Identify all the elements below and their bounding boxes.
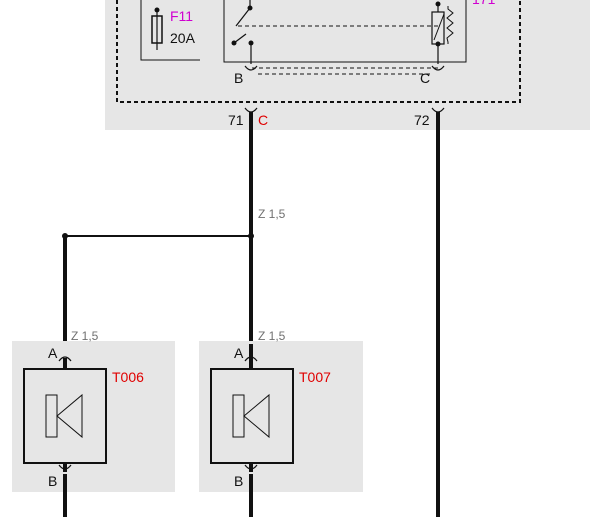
module-pin-c: C [420, 70, 430, 86]
fuse-box-outline [140, 0, 200, 61]
speaker-t006-pin-bottom: B [48, 473, 57, 489]
speaker-t006-top-arc [58, 356, 72, 362]
speaker-t006-id: T006 [112, 369, 144, 385]
relay-id: 171 [472, 0, 496, 7]
speaker-icon [232, 393, 270, 439]
wire-72-number: 72 [414, 112, 430, 128]
speaker-t006-pin-top: A [48, 345, 58, 361]
speaker-t006-bottom-arc [58, 464, 72, 470]
relay-switch [231, 0, 254, 64]
speaker-t007-wire-spec: Z 1,5 [258, 329, 286, 343]
fuse-symbol [151, 7, 163, 50]
speaker-t007-panel [199, 341, 363, 492]
speaker-t007-pin-bottom: B [234, 473, 243, 489]
connector-c-arc-upper [431, 65, 445, 71]
wire-71-connector: C [258, 112, 268, 128]
relay-box-outline [223, 0, 467, 63]
splice-node-right [248, 233, 254, 239]
connector-b-arc-upper [244, 65, 258, 71]
speaker-t006-panel [12, 341, 175, 492]
speaker-t007-bottom-arc [244, 464, 258, 470]
module-panel [105, 0, 590, 130]
speaker-t007: Z 1,5 A T007 B [199, 329, 363, 517]
fuse-id: F11 [170, 8, 193, 24]
speaker-t006-wire-spec: Z 1,5 [71, 329, 99, 343]
speaker-t006: Z 1,5 A T006 B [12, 329, 175, 517]
speaker-icon [45, 393, 83, 439]
fuse-rating: 20A [170, 30, 196, 46]
module-pin-b: B [234, 70, 243, 86]
speaker-t007-pin-top: A [234, 345, 244, 361]
relay-resistor-symbol [431, 1, 454, 64]
wire-71-number: 71 [228, 112, 244, 128]
module-dashed-border [116, 0, 521, 103]
speaker-t007-id: T007 [299, 369, 331, 385]
wire-71-spec: Z 1,5 [258, 207, 286, 221]
